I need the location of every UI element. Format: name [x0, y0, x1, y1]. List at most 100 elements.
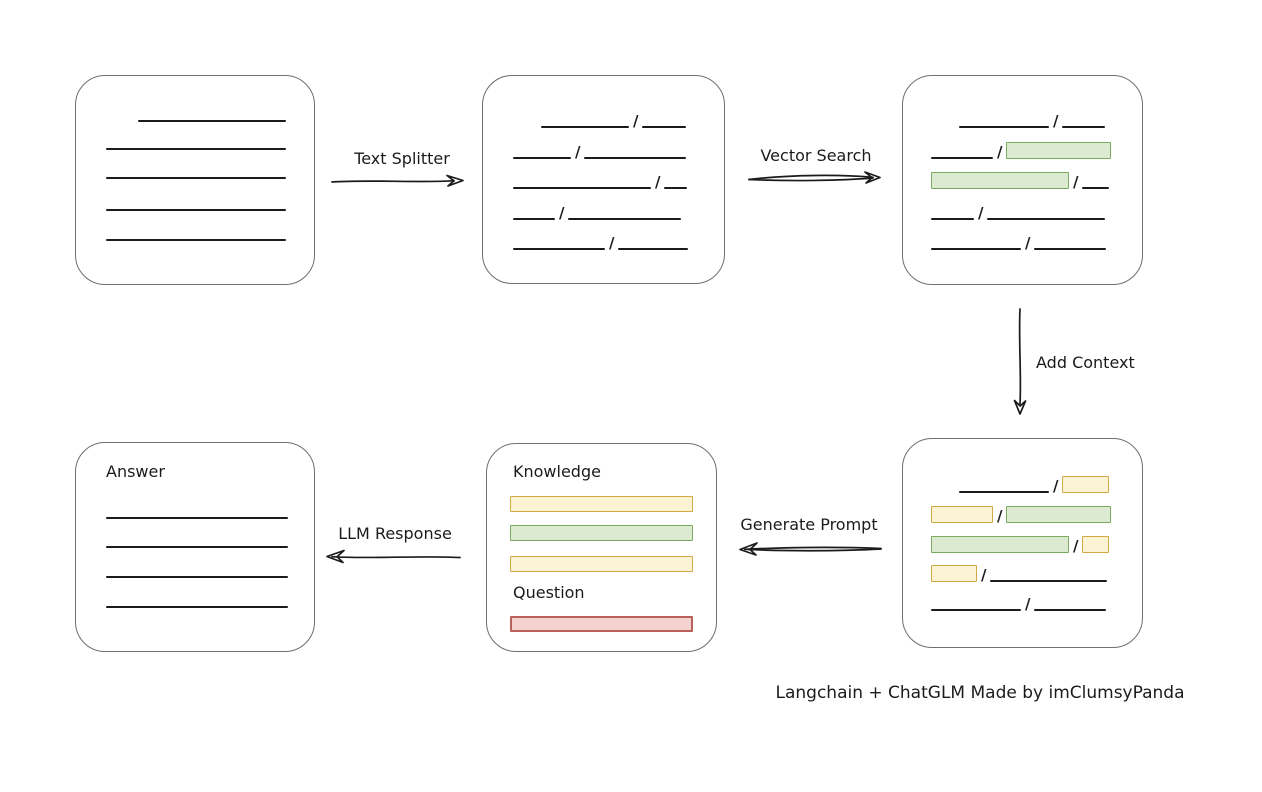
- text-line: [106, 517, 288, 519]
- slash-separator: /: [1053, 112, 1059, 130]
- generate-prompt-arrow: [739, 542, 882, 556]
- text-line: [664, 187, 688, 189]
- split-chunks-box: / / / / /: [482, 75, 725, 284]
- spacer: [931, 127, 959, 128]
- slash-separator: /: [1073, 173, 1079, 191]
- split-chunks-row: /: [513, 110, 687, 130]
- text-line: [618, 248, 689, 250]
- yellow-chunk: [1062, 476, 1110, 493]
- text-line: [513, 248, 605, 250]
- document-row: [106, 132, 286, 150]
- yellow-chunk: [931, 506, 993, 523]
- matched-chunks-row: /: [931, 110, 1106, 130]
- text-line: [931, 218, 974, 220]
- slash-separator: /: [981, 566, 987, 584]
- context-chunks-row: /: [931, 475, 1110, 495]
- document-row: [106, 193, 286, 211]
- text-line: [106, 209, 286, 211]
- text-line: [513, 157, 571, 159]
- matched-chunks-row: /: [931, 202, 1106, 222]
- text-line: [931, 157, 993, 159]
- slash-separator: /: [1073, 537, 1079, 555]
- spacer: [106, 121, 138, 122]
- text-line: [106, 576, 288, 578]
- matched-chunks-row: /: [931, 141, 1112, 161]
- answer-row: [106, 590, 288, 608]
- matched-chunks-row: /: [931, 232, 1107, 252]
- context-chunks-box: / / / / /: [902, 438, 1143, 648]
- slash-separator: /: [978, 204, 984, 222]
- green-chunk: [1006, 142, 1112, 159]
- diagram-caption: Langchain + ChatGLM Made by imClumsyPand…: [775, 683, 1185, 703]
- text-line: [584, 157, 687, 159]
- yellow-chunk: [931, 565, 977, 582]
- text-line: [106, 546, 288, 548]
- text-line: [990, 580, 1108, 582]
- split-chunks-row: /: [513, 202, 682, 222]
- slash-separator: /: [633, 112, 639, 130]
- slash-separator: /: [997, 507, 1003, 525]
- spacer: [513, 127, 541, 128]
- text-splitter-label: Text Splitter: [354, 149, 450, 168]
- slash-separator: /: [559, 204, 565, 222]
- text-splitter-arrow: [331, 174, 464, 187]
- text-line: [642, 126, 687, 128]
- vector-search-label: Vector Search: [760, 146, 872, 165]
- green-chunk: [931, 172, 1069, 189]
- question-label: Question: [513, 583, 585, 602]
- context-chunks-row: /: [931, 535, 1110, 555]
- text-line: [568, 218, 682, 220]
- add-context-label: Add Context: [1036, 353, 1135, 372]
- answer-box: Answer: [75, 442, 315, 652]
- green-chunk: [931, 536, 1069, 553]
- green-knowledge-bar: [510, 525, 693, 541]
- split-chunks-row: /: [513, 171, 688, 191]
- text-line: [106, 148, 286, 150]
- text-line: [106, 606, 288, 608]
- add-context-arrow: [1013, 308, 1027, 415]
- spacer: [931, 492, 959, 493]
- answer-row: [106, 530, 288, 548]
- text-line: [513, 187, 651, 189]
- source-document-box: [75, 75, 315, 285]
- answer-row: [106, 560, 288, 578]
- matched-chunks-row: /: [931, 171, 1110, 191]
- slash-separator: /: [575, 143, 581, 161]
- llm-response-label: LLM Response: [338, 524, 452, 543]
- text-line: [931, 609, 1021, 611]
- context-chunks-row: /: [931, 593, 1107, 613]
- document-row: [106, 104, 286, 122]
- slash-separator: /: [609, 234, 615, 252]
- answer-row: [106, 501, 288, 519]
- text-line: [931, 248, 1021, 250]
- text-line: [959, 491, 1049, 493]
- text-line: [987, 218, 1106, 220]
- slash-separator: /: [1025, 595, 1031, 613]
- generate-prompt-label: Generate Prompt: [740, 515, 878, 534]
- text-line: [1062, 126, 1106, 128]
- text-line: [1082, 187, 1110, 189]
- slash-separator: /: [1025, 234, 1031, 252]
- document-row: [106, 223, 286, 241]
- answer-label: Answer: [106, 462, 165, 481]
- text-line: [138, 120, 286, 122]
- llm-response-arrow: [326, 549, 461, 564]
- green-chunk: [1006, 506, 1112, 523]
- text-line: [1034, 609, 1107, 611]
- text-line: [106, 177, 286, 179]
- prompt-box: Knowledge Question: [486, 443, 717, 652]
- text-line: [513, 218, 555, 220]
- split-chunks-row: /: [513, 141, 687, 161]
- context-chunks-row: /: [931, 505, 1112, 525]
- yellow-knowledge-bar: [510, 496, 693, 512]
- yellow-chunk: [1082, 536, 1110, 553]
- text-line: [959, 126, 1049, 128]
- vector-search-arrow: [748, 171, 881, 184]
- slash-separator: /: [997, 143, 1003, 161]
- text-line: [541, 126, 629, 128]
- knowledge-label: Knowledge: [513, 462, 601, 481]
- slash-separator: /: [1053, 477, 1059, 495]
- slash-separator: /: [655, 173, 661, 191]
- document-row: [106, 161, 286, 179]
